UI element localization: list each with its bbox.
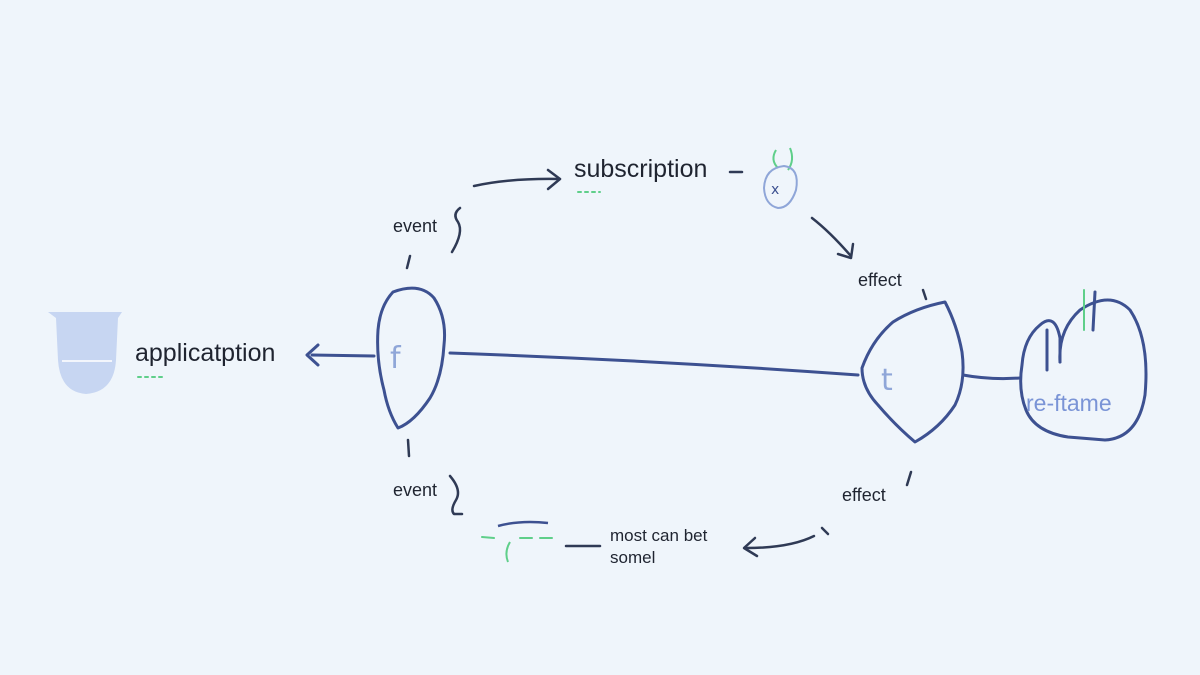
subscription-label: subscription bbox=[574, 155, 708, 183]
squiggle-event-bottom bbox=[448, 474, 464, 516]
arrow-to-subscription bbox=[472, 168, 562, 191]
squiggle-event-top bbox=[450, 206, 462, 254]
application-label: applicatption bbox=[135, 339, 276, 367]
svg-text:x: x bbox=[771, 182, 779, 198]
hand-icon bbox=[1019, 289, 1148, 442]
tick-event-top bbox=[405, 254, 412, 270]
arrow-to-application bbox=[305, 343, 376, 367]
arrow-to-effect-top bbox=[810, 216, 855, 260]
event-bottom-label: event bbox=[393, 480, 438, 500]
bottom-note: most can bet somel bbox=[610, 525, 707, 569]
cup-icon bbox=[48, 312, 122, 394]
node-right: t bbox=[860, 300, 965, 444]
tick-curve-bottom bbox=[820, 526, 830, 536]
tick-event-bottom bbox=[406, 438, 411, 458]
event-top-label: event bbox=[393, 216, 438, 236]
tick-effect-top bbox=[921, 288, 928, 301]
effect-bottom-label: effect bbox=[842, 485, 886, 505]
effect-top-label: effect bbox=[858, 270, 902, 290]
bottom-symbol bbox=[481, 520, 553, 563]
bottom-note-line2: somel bbox=[610, 548, 656, 567]
node-left-glyph: f bbox=[390, 341, 402, 376]
connector-line bbox=[448, 351, 860, 377]
bug-icon: x bbox=[762, 147, 798, 210]
bottom-note-line1: most can bet bbox=[610, 526, 708, 545]
node-left: f bbox=[376, 286, 446, 430]
arrow-to-note bbox=[742, 534, 816, 558]
reframe-label: re-ftame bbox=[1026, 390, 1112, 416]
node-right-glyph: t bbox=[881, 363, 893, 398]
connector-reframe bbox=[961, 373, 1022, 381]
tick-effect-bottom bbox=[905, 470, 913, 487]
